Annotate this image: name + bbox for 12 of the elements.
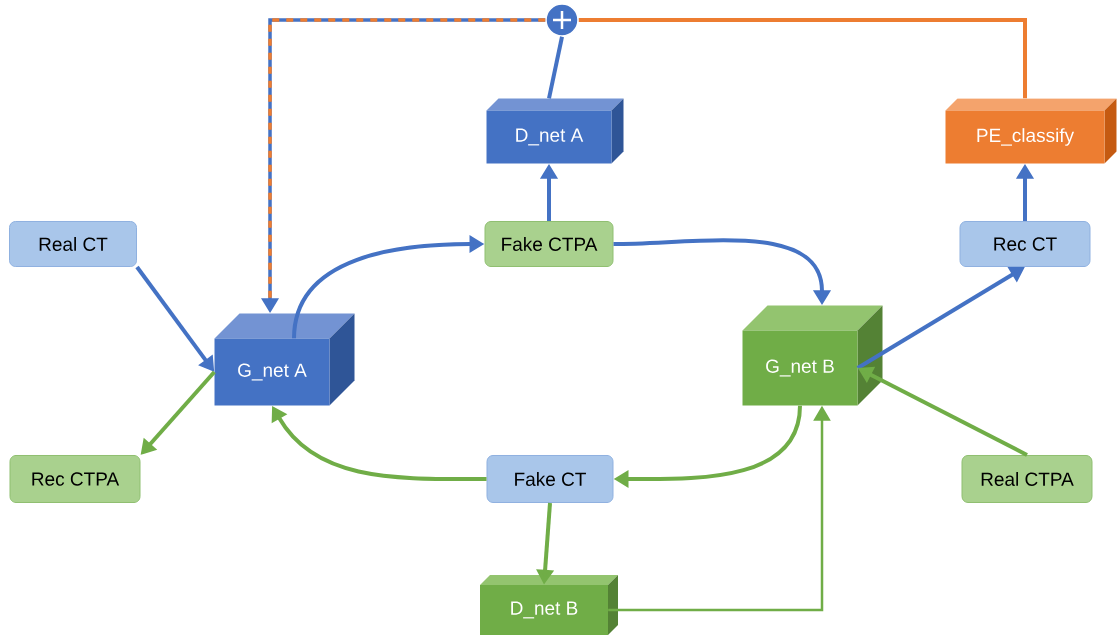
rounded-box: Rec CT: [959, 221, 1091, 267]
rounded-box: Real CT: [9, 221, 137, 267]
rounded-box: Real CTPA: [961, 455, 1093, 503]
rounded-box: Fake CTPA: [484, 221, 614, 267]
cube-block: G_net A: [214, 313, 355, 406]
cube-block: D_net A: [486, 98, 624, 164]
sum-circle: [545, 3, 579, 37]
cube-block: G_net B: [742, 305, 883, 406]
rounded-box: Fake CT: [486, 455, 614, 503]
cube-block: PE_classify: [945, 98, 1117, 164]
rounded-box: Rec CTPA: [9, 455, 141, 503]
cube-block: D_net B: [480, 575, 618, 635]
